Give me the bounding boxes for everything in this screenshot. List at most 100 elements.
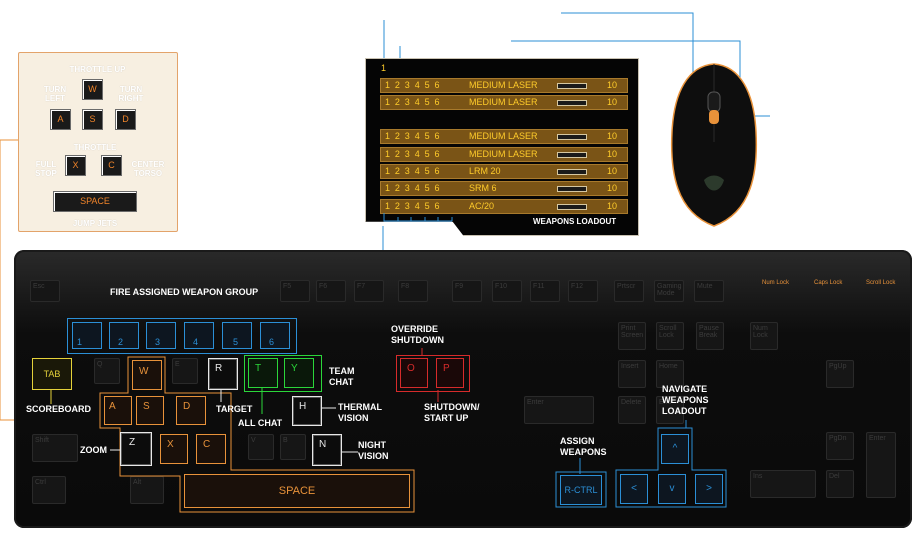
key-c: C (196, 434, 226, 464)
scroll-lock-indicator: Scroll Lock (866, 280, 896, 286)
razer-logo-icon (704, 175, 724, 191)
throttle-up-label: THROTTLE UP (69, 65, 126, 74)
weapon-bar (557, 152, 587, 158)
key-gaming-mode: Gaming Mode (654, 280, 684, 302)
key-end: End (656, 396, 684, 424)
mouse-image (670, 63, 758, 227)
key-f7: F7 (354, 280, 384, 302)
key-del: Del (826, 470, 854, 498)
key-y: Y (284, 358, 314, 388)
throttle-key-a: A (50, 109, 71, 130)
key-num-enter: Enter (866, 432, 896, 498)
throttle-label: THROTTLE (73, 143, 117, 152)
key-delete: Delete (618, 396, 646, 424)
arrow-down-key: v (658, 474, 686, 504)
key-4: 4 (184, 322, 214, 349)
key-f10: F10 (492, 280, 522, 302)
key-h: H (292, 396, 322, 426)
weapon-bar (557, 100, 587, 106)
keyboard-image: Esc F5 F6 F7 F8 F9 F10 F11 F12 Prtscr Ga… (14, 250, 912, 528)
arrow-right-key: > (695, 474, 723, 504)
num-lock-indicator: Num Lock (762, 280, 790, 286)
key-s: S (136, 396, 164, 425)
key-insert: Insert (618, 360, 646, 388)
key-f5: F5 (280, 280, 310, 302)
key-e: E (172, 358, 198, 384)
key-z: Z (120, 432, 152, 466)
chat-keys-frame (244, 355, 322, 392)
key-pgup: PgUp (826, 360, 854, 388)
key-enter: Enter (524, 396, 594, 424)
fire-weapon-group-label: FIRE ASSIGNED WEAPON GROUP (110, 287, 259, 297)
key-shift: Shift (32, 434, 78, 462)
key-1: 1 (72, 322, 102, 349)
key-2: 2 (109, 322, 139, 349)
key-f9: F9 (452, 280, 482, 302)
key-scroll-lock: Scroll Lock (656, 322, 684, 350)
weapon-bar (557, 134, 587, 140)
key-numlock: Num Lock (750, 322, 778, 350)
key-prtscr: Prtscr (614, 280, 644, 302)
key-w: W (132, 360, 162, 390)
key-pause: Pause Break (696, 322, 724, 350)
caps-lock-indicator: Caps Lock (814, 280, 843, 286)
key-esc: Esc (30, 280, 60, 302)
weapons-header: 1 (381, 63, 387, 73)
key-tab: TAB (32, 358, 72, 390)
weapon-bar (557, 169, 587, 175)
throttle-key-space: SPACE (53, 191, 137, 212)
key-d: D (176, 396, 206, 425)
zoom-label: ZOOM (80, 445, 107, 455)
key-f8: F8 (398, 280, 428, 302)
key-3: 3 (146, 322, 176, 349)
weapon-bar (557, 204, 587, 210)
scoreboard-label: SCOREBOARD (26, 404, 92, 414)
weapon-group-ticks (383, 213, 453, 222)
arrow-up-key: ^ (661, 434, 689, 464)
key-a: A (104, 396, 132, 425)
throttle-key-s: S (82, 109, 103, 130)
key-p: P (436, 358, 464, 388)
key-o: O (400, 358, 428, 388)
throttle-key-w: W (82, 79, 103, 100)
key-t: T (248, 358, 278, 388)
key-mute: Mute (694, 280, 724, 302)
all-chat-label: ALL CHAT (238, 418, 283, 428)
key-f6: F6 (316, 280, 346, 302)
throttle-key-x: X (65, 155, 86, 176)
shutdown-keys-frame (396, 355, 470, 392)
weapon-bar (557, 83, 587, 89)
jump-jets-label: JUMP JETS (72, 219, 118, 228)
shutdown-startup-label: SHUTDOWN/START UP (424, 402, 480, 423)
key-pgdn: PgDn (826, 432, 854, 460)
key-x: X (160, 434, 188, 464)
key-space: SPACE (184, 474, 410, 508)
key-home: Home (656, 360, 684, 388)
key-right-ctrl: R-CTRL (560, 475, 602, 505)
key-r: R (208, 358, 238, 390)
key-b: B (280, 434, 306, 460)
key-f11: F11 (530, 280, 560, 302)
weapons-loadout-title: WEAPONS LOADOUT (533, 217, 617, 226)
key-print-screen: Print Screen (618, 322, 646, 350)
key-ctrl: Ctrl (32, 476, 66, 504)
key-v: V (248, 434, 274, 460)
target-label: TARGET (216, 404, 253, 414)
key-q: Q (94, 358, 120, 384)
key-f12: F12 (568, 280, 598, 302)
